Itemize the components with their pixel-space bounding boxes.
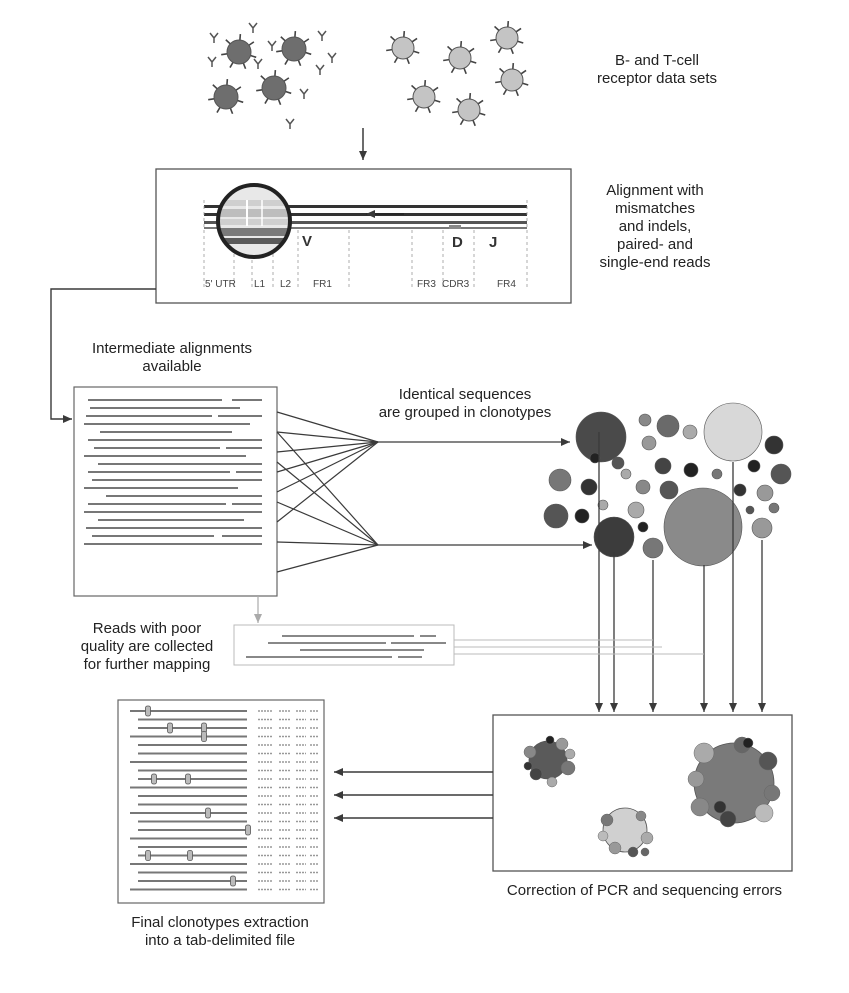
clonotype-bubble <box>549 469 571 491</box>
grouped-caption: Identical sequences are grouped in clono… <box>350 386 580 422</box>
clonotype-bubble <box>657 415 679 437</box>
clonotype-bubble <box>757 485 773 501</box>
clonotype-bubbles <box>544 403 791 566</box>
mismatch-marker <box>231 876 236 886</box>
clonotype-bubble <box>765 436 783 454</box>
region-label: FR1 <box>313 279 332 290</box>
antibody-glyph <box>210 33 218 43</box>
region-label: FR3 <box>417 279 436 290</box>
region-label: L1 <box>254 279 266 290</box>
clonotype-bubble <box>769 503 779 513</box>
t-cell-group <box>386 21 528 126</box>
t-cell <box>495 63 528 96</box>
grouping-lines <box>277 412 592 572</box>
t-cell <box>490 21 523 54</box>
clonotype-bubble <box>734 484 746 496</box>
region-label: CDR3 <box>442 279 470 290</box>
antibody-glyph <box>316 65 324 75</box>
mismatch-marker <box>146 851 151 861</box>
b-cell <box>276 31 311 66</box>
poor-quality-caption: Reads with poor quality are collected fo… <box>62 620 232 674</box>
antibody-glyph <box>249 23 257 33</box>
clonotype-bubble <box>752 518 772 538</box>
clonotype-bubble <box>575 509 589 523</box>
final-caption: Final clonotypes extraction into a tab-d… <box>100 914 340 950</box>
t-cell <box>443 41 476 74</box>
b-cell-group <box>208 23 336 129</box>
clonotype-bubble <box>621 469 631 479</box>
mismatch-marker <box>152 774 157 784</box>
arrows-to-final <box>334 772 493 818</box>
gene-j-label: J <box>489 234 497 251</box>
mismatch-marker <box>188 851 193 861</box>
region-label: 5' UTR <box>205 279 236 290</box>
b-cell <box>208 79 243 114</box>
clonotype-bubble <box>712 469 722 479</box>
antibody-glyph <box>268 41 276 51</box>
clonotype-bubble <box>638 522 648 532</box>
t-cell <box>407 80 440 113</box>
alignment-panel: V D J 5' UTR L1 L2 FR1 FR3 CDR3 FR4 <box>156 169 571 303</box>
clonotype-bubble <box>576 412 626 462</box>
final-clonotypes-table <box>118 700 324 903</box>
region-label: L2 <box>280 279 292 290</box>
antibody-glyph <box>254 59 262 69</box>
alignment-caption: Alignment with mismatches and indels, pa… <box>580 182 730 272</box>
datasets-caption: B- and T-cell receptor data sets <box>562 52 752 88</box>
b-cell <box>256 70 291 105</box>
gene-d-label: D <box>452 234 463 251</box>
clonotype-bubble <box>664 488 742 566</box>
antibody-glyph <box>318 31 326 41</box>
clonotype-bubble <box>636 480 650 494</box>
clonotype-bubble <box>746 506 754 514</box>
poor-quality-reads-panel <box>234 625 704 665</box>
clonotype-bubble <box>655 458 671 474</box>
b-cell <box>221 34 256 69</box>
clonotype-bubble <box>643 538 663 558</box>
clonotype-bubble <box>748 460 760 472</box>
clonotype-bubble <box>612 457 624 469</box>
clonotype-bubble <box>594 517 634 557</box>
intermediate-alignments-panel <box>74 387 277 596</box>
mismatch-marker <box>246 825 251 835</box>
clonotype-bubble <box>639 414 651 426</box>
antibody-glyph <box>286 119 294 129</box>
clonotype-bubble <box>660 481 678 499</box>
intermediate-caption: Intermediate alignments available <box>62 340 282 376</box>
mismatch-marker <box>168 723 173 733</box>
clonotype-bubble <box>628 502 644 518</box>
gene-v-label: V <box>302 233 312 250</box>
clonotype-bubble <box>771 464 791 484</box>
antibody-glyph <box>300 89 308 99</box>
error-correction-panel <box>493 715 792 871</box>
mismatch-marker <box>186 774 191 784</box>
magnifier-lens <box>218 185 290 257</box>
clonotype-bubble <box>544 504 568 528</box>
clonotype-bubble <box>581 479 597 495</box>
region-label: FR4 <box>497 279 516 290</box>
correction-caption: Correction of PCR and sequencing errors <box>472 882 817 900</box>
clonotype-bubble <box>704 403 762 461</box>
mismatch-marker <box>202 732 207 742</box>
mismatch-marker <box>206 808 211 818</box>
antibody-glyph <box>208 57 216 67</box>
clonotype-bubble <box>683 425 697 439</box>
t-cell <box>386 31 419 64</box>
t-cell <box>452 93 485 126</box>
mismatch-marker <box>146 706 151 716</box>
clonotype-bubble <box>684 463 698 477</box>
clonotype-bubble <box>642 436 656 450</box>
antibody-glyph <box>328 53 336 63</box>
